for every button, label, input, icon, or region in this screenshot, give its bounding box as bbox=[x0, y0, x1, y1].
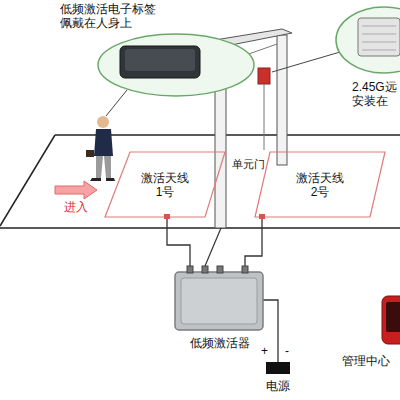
activator-body bbox=[175, 272, 263, 330]
antenna-label: 激活天线 1号 bbox=[139, 170, 191, 199]
antenna-pad: 激活天线 1号 bbox=[105, 152, 225, 217]
terminal bbox=[217, 266, 223, 273]
reader-on-gate bbox=[258, 68, 270, 84]
gate-post bbox=[277, 35, 287, 165]
gate-rod bbox=[264, 84, 265, 150]
person-body bbox=[94, 129, 113, 156]
wire bbox=[167, 217, 190, 272]
person bbox=[86, 116, 115, 181]
reader-callout: 2.45G远 安装在 bbox=[334, 4, 400, 76]
antenna-outline bbox=[105, 152, 225, 217]
antenna-tab bbox=[259, 214, 265, 219]
reader-callout-outline bbox=[334, 4, 400, 76]
activator-lid bbox=[181, 278, 257, 324]
node-label: 低频激活电子标签 佩戴在人身上 bbox=[60, 2, 160, 31]
management-device: 管理中心 bbox=[382, 296, 400, 344]
floor-edge bbox=[0, 227, 400, 229]
antenna-outline bbox=[255, 152, 385, 217]
terminal bbox=[242, 266, 248, 273]
leader-line bbox=[272, 52, 340, 72]
leader-line bbox=[106, 90, 127, 116]
device-screen bbox=[386, 302, 400, 332]
reader-fin bbox=[362, 50, 396, 51]
reader-fin bbox=[362, 26, 396, 27]
node-label: 低频激活器 bbox=[189, 336, 251, 350]
callout-ellipse bbox=[98, 34, 254, 96]
floor-edge bbox=[0, 135, 55, 226]
entry-arrow bbox=[55, 181, 97, 199]
tag-card bbox=[120, 46, 200, 78]
wire bbox=[245, 217, 262, 272]
tag-callout-outline bbox=[98, 34, 254, 96]
terminal bbox=[187, 266, 193, 273]
reader-fin bbox=[362, 42, 396, 43]
power-battery-outline bbox=[266, 362, 290, 374]
antenna-pad: 激活天线 2号 bbox=[255, 152, 385, 217]
battery-body bbox=[266, 362, 290, 374]
activator-box: 低频激活器 bbox=[175, 272, 263, 330]
node-label: 管理中心 bbox=[340, 354, 392, 368]
node-label: 2.45G远 安装在 bbox=[352, 80, 400, 109]
terminal bbox=[202, 266, 208, 273]
entry-label: 进入 bbox=[64, 200, 88, 214]
antenna-label: 激活天线 2号 bbox=[294, 170, 346, 199]
person-legs bbox=[96, 156, 111, 178]
power-battery: 电源 bbox=[266, 362, 290, 374]
reader-fin bbox=[362, 34, 396, 35]
reader-device bbox=[358, 18, 400, 56]
device-body bbox=[382, 296, 400, 344]
tag-card-face bbox=[125, 49, 195, 71]
gate-label: 单元门 bbox=[232, 158, 265, 171]
tag-callout: 低频激活电子标签 佩戴在人身上 bbox=[98, 34, 254, 96]
antenna-tab bbox=[164, 214, 170, 219]
gate-wire bbox=[205, 228, 221, 266]
floor bbox=[0, 135, 400, 228]
polarity-sign: - bbox=[285, 344, 289, 358]
person-head bbox=[97, 116, 109, 128]
activator-box-outline bbox=[175, 272, 263, 330]
person-shoes bbox=[90, 178, 115, 181]
node-label: 电源 bbox=[266, 379, 296, 393]
polarity-sign: + bbox=[261, 344, 268, 358]
management-device-outline bbox=[382, 296, 400, 344]
briefcase bbox=[86, 150, 94, 157]
callout-ellipse bbox=[336, 7, 400, 73]
